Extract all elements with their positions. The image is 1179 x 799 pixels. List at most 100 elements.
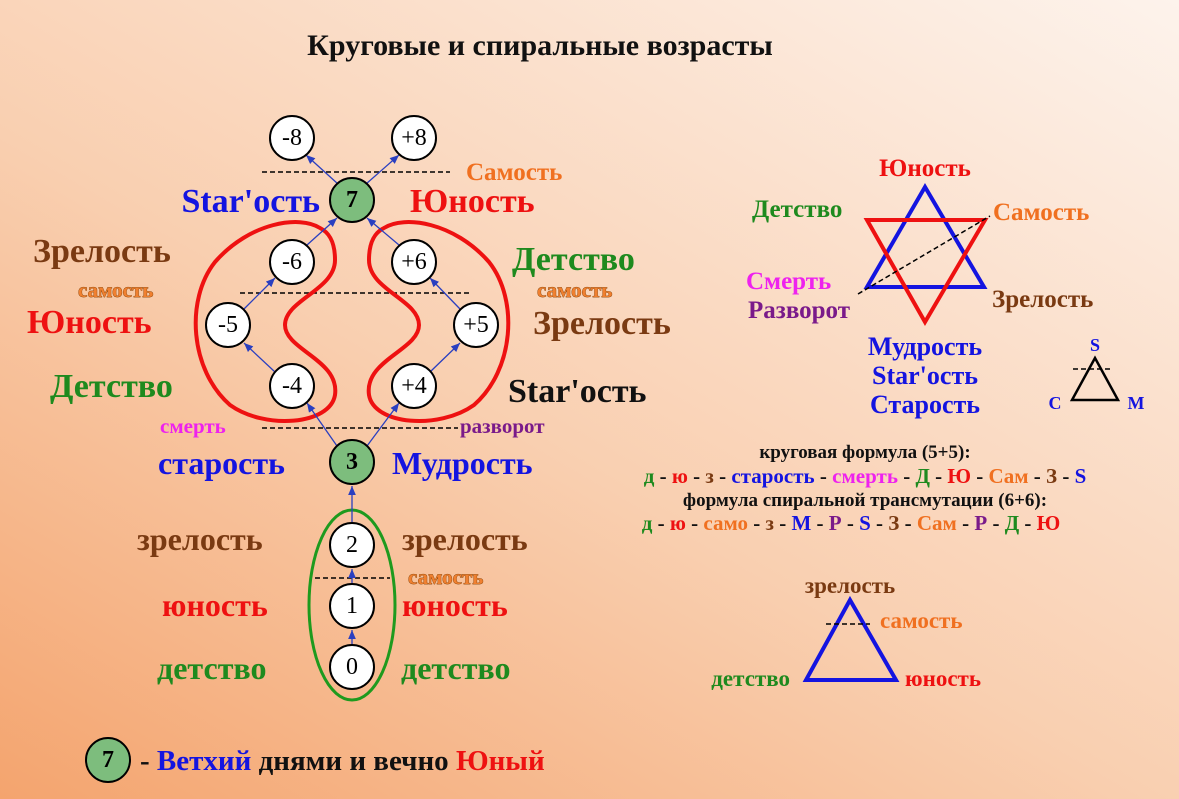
left-loop xyxy=(193,220,338,423)
formula-token: - xyxy=(898,464,916,488)
svg-text:- Ветхий днями и в: - Ветхий днями и вечно Юный xyxy=(140,745,545,777)
label-starost-top: Star'ость xyxy=(181,183,320,220)
formula-token: ю xyxy=(670,511,686,535)
label-yunost-left: Юность xyxy=(27,304,152,341)
formulas: круговая формула (5+5): д - ю - з - стар… xyxy=(642,442,1087,535)
formula-token: Сам xyxy=(989,464,1029,488)
arrows xyxy=(243,154,461,645)
formula-token: смерть xyxy=(832,464,898,488)
star-samost: Самость xyxy=(993,199,1089,226)
label-yunost-low-right: юность xyxy=(402,587,508,623)
red-triangle xyxy=(863,218,989,326)
formula-token: S xyxy=(1075,464,1087,488)
svg-text:2: 2 xyxy=(346,532,358,558)
star-zrelost: Зрелость xyxy=(992,286,1093,313)
formula-token: Д xyxy=(915,464,930,488)
formula-token: - xyxy=(1057,464,1075,488)
formula-token: Д xyxy=(1005,511,1020,535)
star-detstvo: Детство xyxy=(752,196,842,223)
node-minus-8: -8 xyxy=(269,115,315,161)
circular-formula: д - ю - з - старость - смерть - Д - Ю - … xyxy=(644,464,1087,488)
formula-token: старость xyxy=(731,464,814,488)
svg-text:7: 7 xyxy=(346,187,358,213)
spiral-formula: д - ю - само - з - М - Р - S - З - Сам -… xyxy=(642,511,1061,535)
formula-token: - xyxy=(899,511,917,535)
formula-token: - xyxy=(774,511,792,535)
star-starost-en: Star'ость xyxy=(872,361,978,390)
svg-text:С: С xyxy=(1049,393,1062,413)
formula-token: д xyxy=(642,511,653,535)
label-starost-right: Star'ость xyxy=(508,373,647,410)
formula-token: - xyxy=(971,464,989,488)
svg-text:+4: +4 xyxy=(401,373,427,399)
star-mudrost: Мудрость xyxy=(868,332,982,361)
svg-text:+6: +6 xyxy=(401,249,427,275)
formula-token: - xyxy=(930,464,948,488)
small-triangle: S С М xyxy=(1049,335,1145,413)
formula-token: Сам xyxy=(917,511,957,535)
tree-labels: Самость Star'ость Юность Зрелость самост… xyxy=(27,159,671,686)
svg-text:детство: детство xyxy=(711,666,790,691)
lower-triangle: зрелость самость детство юность xyxy=(711,573,981,691)
svg-text:зрелость: зрелость xyxy=(805,573,895,598)
page-title: Круговые и спиральные возрасты xyxy=(307,29,773,62)
formula-token: - xyxy=(815,464,833,488)
node-2: 2 xyxy=(329,522,375,568)
svg-text:1: 1 xyxy=(346,593,358,619)
formula-token: ю xyxy=(672,464,688,488)
formula-token: - xyxy=(1029,464,1047,488)
formula-token: - xyxy=(688,464,706,488)
formula-token: - xyxy=(957,511,975,535)
formula-token: з xyxy=(705,464,713,488)
formula-token: - xyxy=(748,511,766,535)
blue-triangle xyxy=(863,183,988,289)
star-yunost: Юность xyxy=(879,155,971,182)
label-samost-right: самость xyxy=(537,278,612,302)
label-zrelost-left: Зрелость xyxy=(33,233,171,270)
label-detstvo-low-right: детство xyxy=(401,650,510,686)
node-minus-4: -4 xyxy=(269,363,315,409)
formula-token: Ю xyxy=(947,464,971,488)
svg-text:S: S xyxy=(1090,335,1100,355)
label-smert: смерть xyxy=(160,414,226,438)
label-detstvo-low-left: детство xyxy=(157,650,266,686)
formula-token: S xyxy=(859,511,871,535)
star-razvorot: Разворот xyxy=(748,297,850,324)
node-minus-6: -6 xyxy=(269,239,315,285)
formula-token: - xyxy=(652,511,670,535)
label-mudrost: Мудрость xyxy=(392,445,533,481)
svg-text:самость: самость xyxy=(880,608,963,633)
formula-token: З xyxy=(1046,464,1057,488)
svg-text:-4: -4 xyxy=(282,373,302,399)
svg-text:-8: -8 xyxy=(282,125,302,151)
formula-token: д xyxy=(644,464,655,488)
formula-token: - xyxy=(654,464,672,488)
svg-text:0: 0 xyxy=(346,654,358,680)
star-starost: Старость xyxy=(870,390,980,419)
svg-text:3: 3 xyxy=(346,449,358,475)
node-plus-8: +8 xyxy=(391,115,437,161)
svg-text:М: М xyxy=(1128,393,1145,413)
circular-formula-title: круговая формула (5+5): xyxy=(759,442,970,463)
svg-text:+8: +8 xyxy=(401,125,427,151)
formula-token: - xyxy=(686,511,704,535)
label-detstvo-left: Детство xyxy=(50,368,173,405)
formula-token: - xyxy=(1019,511,1037,535)
node-plus-4: +4 xyxy=(391,363,437,409)
formula-token: З xyxy=(888,511,899,535)
legend-node-7: 7 xyxy=(85,737,131,783)
node-0: 0 xyxy=(329,644,375,690)
spiral-formula-title: формула спиральной трансмутации (6+6): xyxy=(683,490,1047,511)
formula-token: М xyxy=(791,511,811,535)
label-starost: старость xyxy=(158,445,285,481)
label-zrelost-low-right: зрелость xyxy=(402,521,528,557)
label-razvorot: разворот xyxy=(460,414,545,438)
legend: 7 - Ветхий днями и вечно Юный xyxy=(85,737,545,783)
label-yunost-top: Юность xyxy=(410,183,535,220)
formula-token: Р xyxy=(829,511,842,535)
label-zrelost-low-left: зрелость xyxy=(137,521,263,557)
label-samost-left: самость xyxy=(78,278,153,302)
svg-text:-6: -6 xyxy=(282,249,302,275)
label-samost-top: Самость xyxy=(466,159,562,186)
